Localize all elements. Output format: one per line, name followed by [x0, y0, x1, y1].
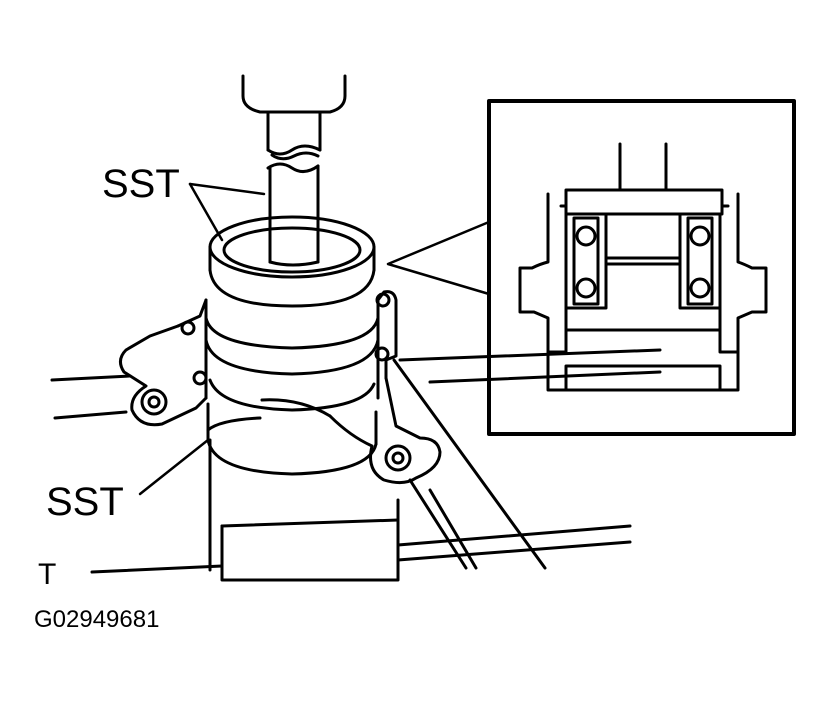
top-sst-tool	[208, 215, 376, 308]
axle-hub	[204, 298, 380, 412]
steering-knuckle	[119, 290, 442, 485]
press-bed	[50, 348, 662, 574]
t-marker-label: T	[38, 558, 57, 591]
push-bar	[266, 162, 320, 264]
callout-leaders	[138, 182, 266, 496]
sst-label-bottom: SST	[46, 480, 124, 524]
sst-label-top: SST	[102, 162, 180, 206]
bottom-sst-tool	[206, 402, 400, 582]
figure-code: G02949681	[34, 606, 160, 633]
press-ram	[241, 74, 347, 161]
detail-inset	[386, 99, 796, 436]
